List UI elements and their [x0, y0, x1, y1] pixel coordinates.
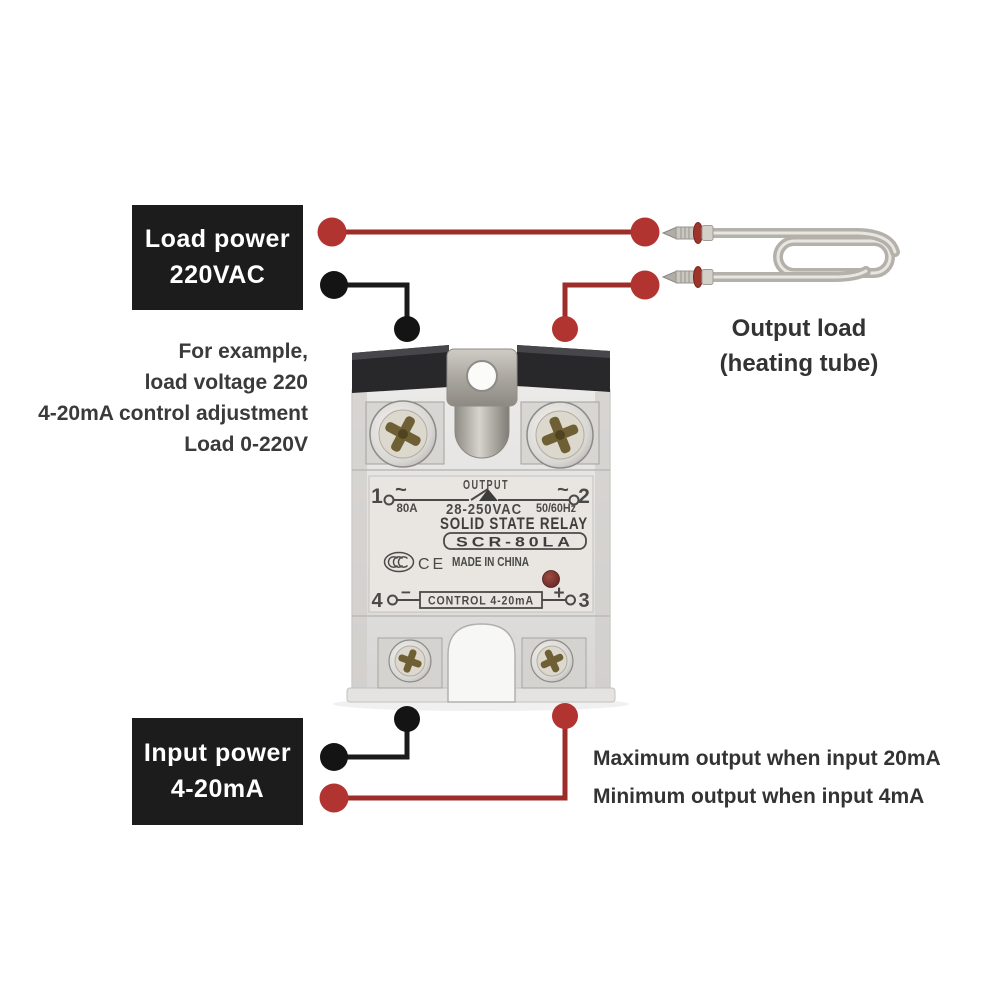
heating-tube — [661, 222, 900, 288]
tube-terminal-1 — [661, 222, 714, 244]
schematic-arrow — [479, 489, 498, 501]
schematic-terminal-dot-2 — [568, 494, 580, 506]
example-note-line1: For example, — [178, 340, 308, 363]
wire-node-relay-terminal1 — [394, 316, 420, 342]
terminal-screw-1 — [369, 400, 437, 468]
wire-node-input-red — [319, 783, 349, 813]
terminal-cover-right — [517, 345, 610, 392]
relay-side-ridge-left — [352, 392, 367, 696]
example-note-line3: 4-20mA control adjustment — [38, 402, 308, 425]
input-power-line2: 4-20mA — [170, 775, 265, 803]
terminal-cover-left-bevel — [352, 345, 449, 360]
tube-loop — [773, 236, 895, 278]
load-power-callout: Load power 220VAC — [132, 205, 303, 310]
load-power-line2: 220VAC — [169, 261, 266, 289]
wire-node-relay-terminal2 — [552, 316, 578, 342]
ac-symbol-right: ~ — [557, 479, 569, 501]
model-number: SCR-80LA — [456, 535, 574, 550]
terminal-2-number: 2 — [578, 485, 590, 508]
schematic-switch — [470, 488, 489, 501]
example-note-line2: load voltage 220 — [144, 371, 308, 394]
tube-terminal-2 — [661, 266, 714, 288]
terminal-4-number: 4 — [371, 590, 383, 612]
led-indicator — [542, 570, 560, 588]
frequency-rating: 50/60Hz — [536, 503, 576, 515]
wiring — [317, 217, 660, 813]
mounting-hole — [466, 360, 498, 392]
wire-node-relay-terminal4 — [394, 706, 420, 732]
origin-label: MADE IN CHINA — [452, 555, 529, 569]
terminal-3-number: 3 — [578, 590, 589, 612]
minus-sign: − — [401, 583, 411, 602]
relay-side-ridge-right — [595, 392, 610, 696]
terminal-screw-2 — [526, 401, 594, 469]
terminal-cover-right-bevel — [517, 345, 610, 358]
example-note: For example, load voltage 220 4-20mA con… — [8, 336, 308, 460]
output-load-line2: (heating tube) — [719, 350, 879, 377]
mounting-tab-column — [454, 403, 510, 459]
control-label: CONTROL 4-20mA — [428, 596, 534, 608]
terminal-screw-4 — [388, 639, 432, 683]
example-note-line4: Load 0-220V — [184, 433, 308, 456]
solid-state-relay: 1 ~ ~ 2 OUTPUT 80A 28-250VAC 50/60Hz SOL… — [333, 345, 629, 711]
ccc-mark-icon — [383, 551, 415, 573]
schematic-terminal-dot-3 — [565, 594, 576, 606]
output-load-caption: Output load (heating tube) — [658, 311, 940, 381]
wire-node-load-red — [317, 217, 347, 247]
output-load-line1: Output load — [731, 315, 867, 342]
wire-node-load-black — [320, 271, 348, 299]
ac-symbol-left: ~ — [395, 479, 407, 501]
output-label: OUTPUT — [463, 478, 509, 492]
note-max-output: Maximum output when input 20mA — [593, 747, 941, 770]
relay-title: SOLID STATE RELAY — [440, 515, 588, 533]
ce-mark: CE — [418, 556, 446, 573]
wire-load-neutral — [334, 282, 410, 329]
load-power-line1: Load power — [144, 225, 291, 253]
wire-node-relay-terminal3 — [552, 703, 578, 729]
plus-sign: + — [553, 583, 564, 604]
wire-node-tube-bottom — [630, 270, 660, 300]
note-min-output: Minimum output when input 4mA — [593, 785, 925, 808]
input-power-line1: Input power — [143, 739, 292, 767]
wire-input-positive — [334, 716, 568, 801]
voltage-range: 28-250VAC — [446, 502, 522, 518]
schematic-terminal-dot-1 — [383, 494, 395, 506]
input-power-callout: Input power 4-20mA — [132, 718, 303, 825]
wire-output-to-tube — [562, 282, 645, 329]
model-box — [443, 532, 587, 550]
wire-node-input-black — [320, 743, 348, 771]
mounting-notch — [447, 623, 516, 703]
terminal-1-number: 1 — [371, 485, 383, 508]
wire-node-tube-top — [630, 217, 660, 247]
current-rating: 80A — [396, 503, 417, 515]
terminal-screw-3 — [530, 639, 574, 683]
